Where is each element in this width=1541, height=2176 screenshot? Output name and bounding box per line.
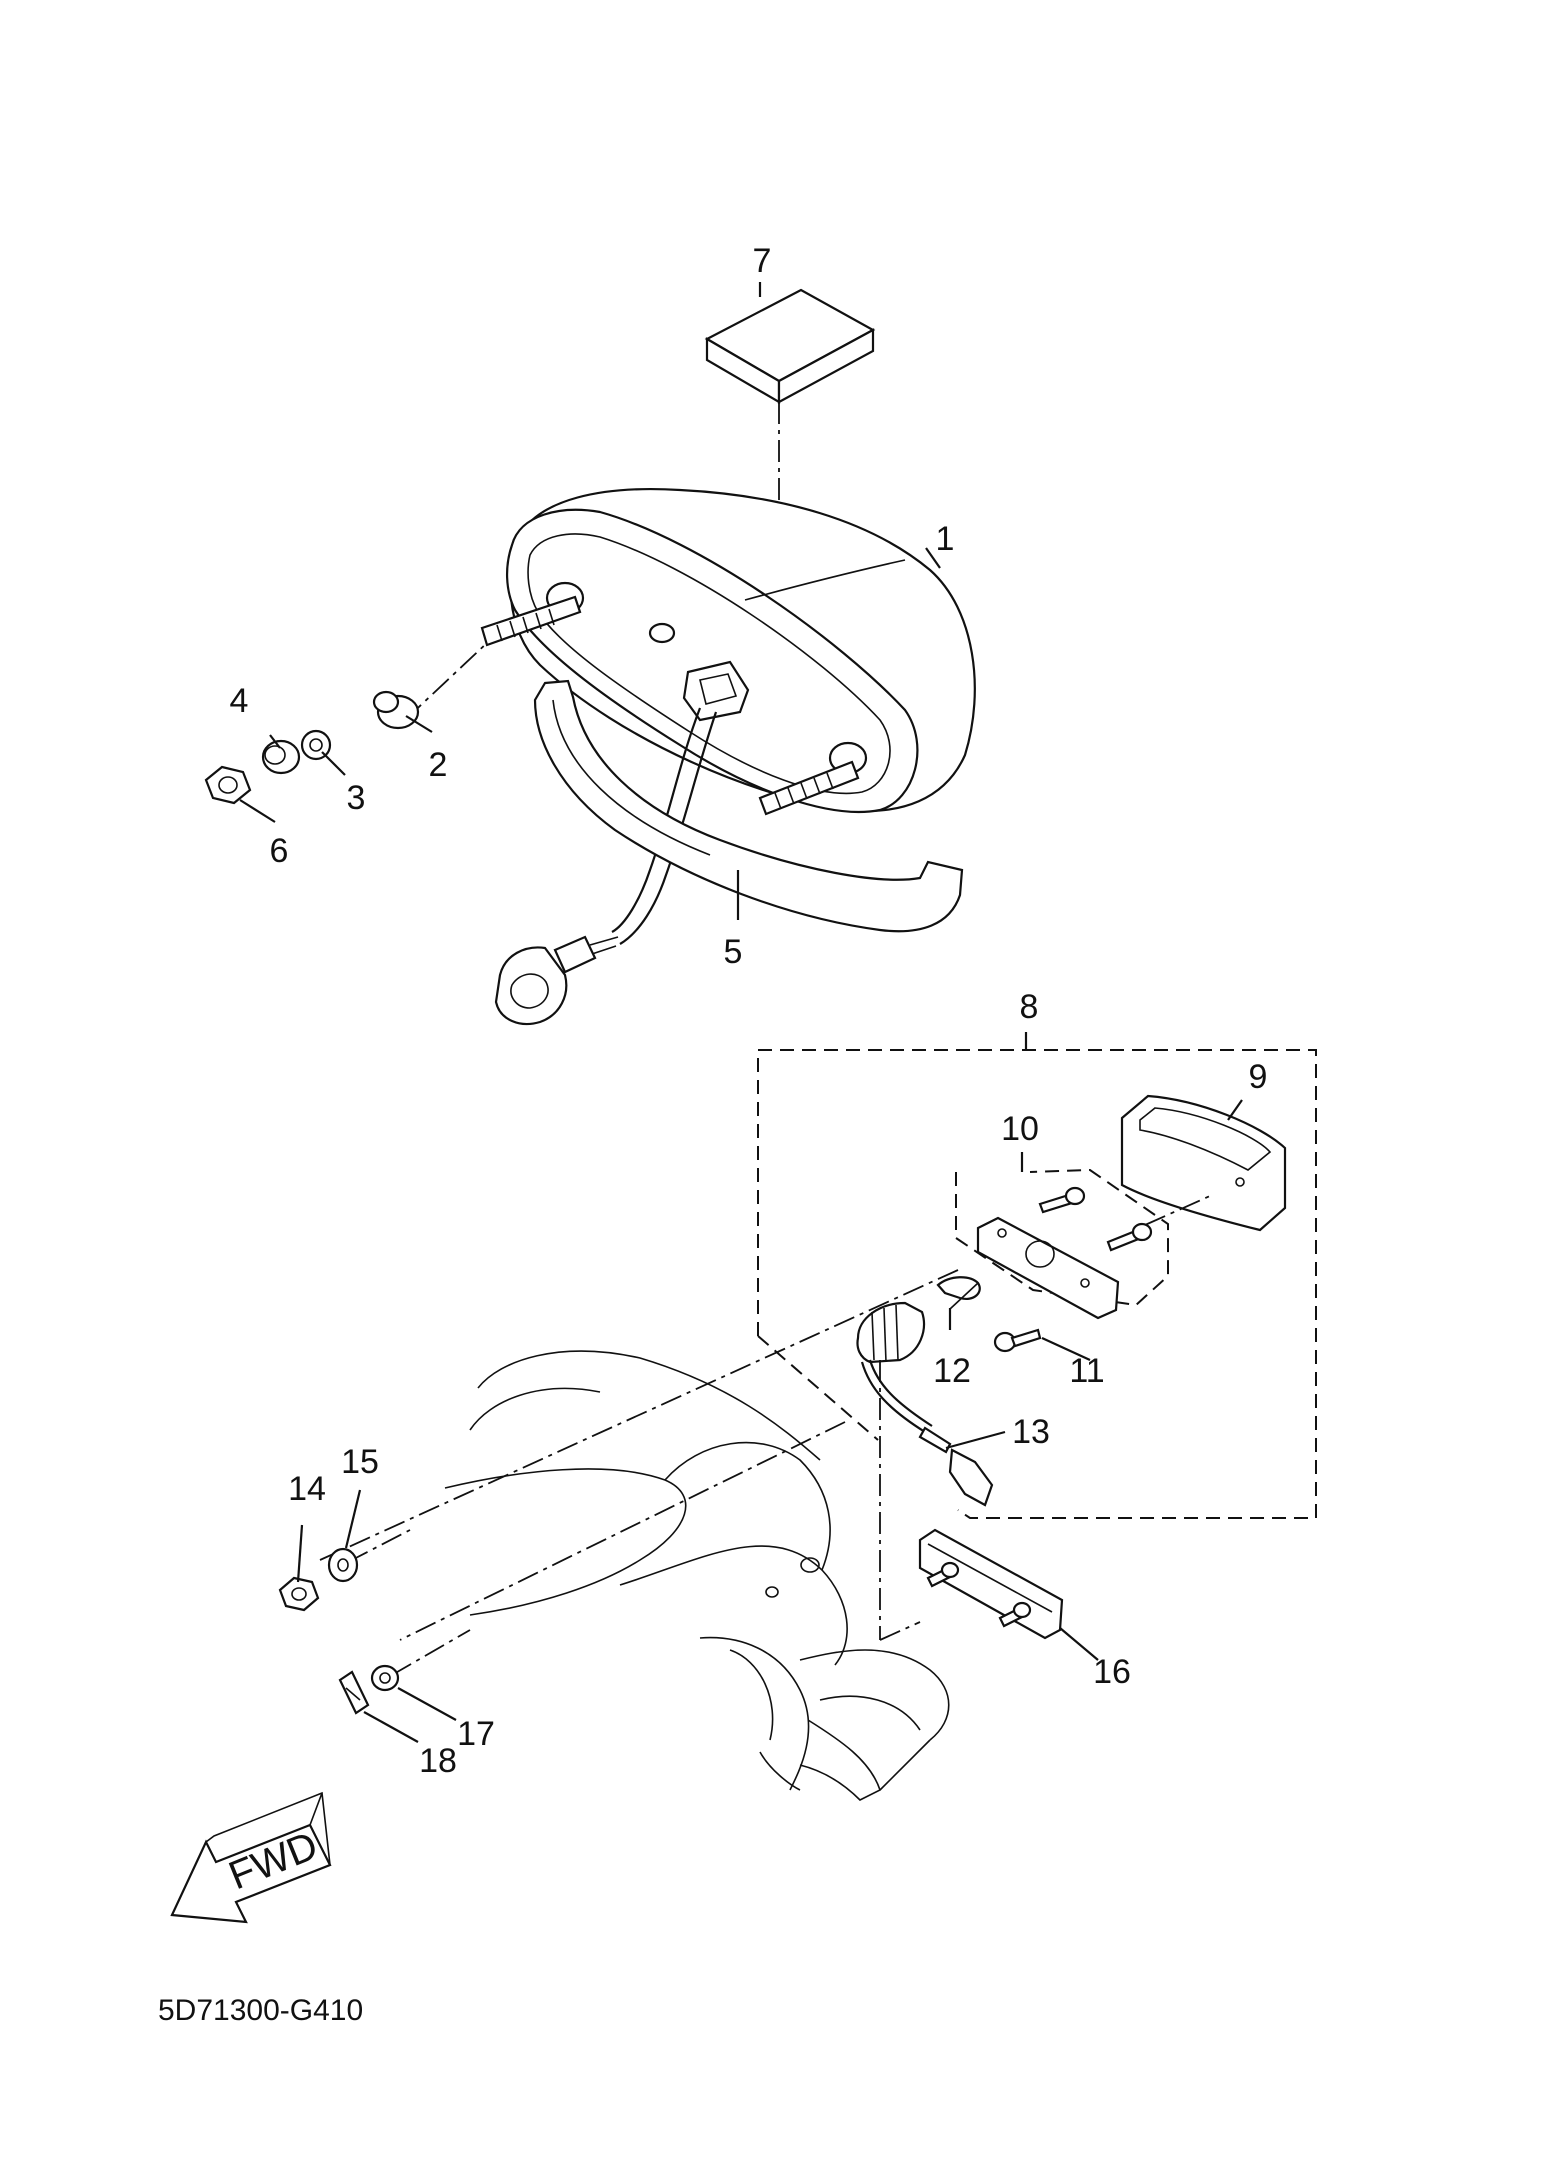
part-2-collar [372, 690, 420, 730]
part-17-washer [370, 1664, 400, 1692]
part-8-group-frame-2 [757, 1335, 879, 1441]
part-12-bulb [936, 1276, 981, 1310]
callout-13: 13 [1012, 1413, 1050, 1451]
part-4-damper [261, 739, 301, 775]
callout-9: 9 [1249, 1058, 1268, 1096]
callout-3: 3 [347, 779, 366, 817]
callout-1: 1 [936, 520, 955, 558]
callout-15: 15 [341, 1443, 379, 1481]
callout-2: 2 [429, 746, 448, 784]
part-14-nut [278, 1576, 320, 1612]
callout-8: 8 [1020, 988, 1039, 1026]
callout-leaders [239, 282, 1243, 1743]
part-18-clip [338, 1670, 370, 1715]
leader-17-18-axis [391, 1629, 471, 1676]
callout-4: 4 [230, 682, 249, 720]
part-15-washer [327, 1547, 359, 1583]
part-5-gasket [533, 679, 964, 933]
leader-10-axis [1144, 1195, 1211, 1226]
callout-16: 16 [1093, 1653, 1131, 1691]
leader-license-axis-d [879, 1621, 921, 1641]
part-9-lens-cover [1120, 1094, 1287, 1232]
part-7-lens-pad [704, 288, 876, 404]
drawing-code: 5D71300-G410 [158, 1994, 363, 2027]
leader-license-axis-b [399, 1421, 846, 1641]
callout-12: 12 [933, 1352, 971, 1390]
part-11-screw [993, 1328, 1042, 1353]
callout-5: 5 [724, 933, 743, 971]
callout-11: 11 [1069, 1352, 1104, 1390]
leader-fastener-axis [404, 641, 489, 721]
leader-license-axis-a [319, 1269, 959, 1561]
leader-14-15-axis [347, 1529, 411, 1563]
fwd-arrow: FWD [170, 1791, 332, 1924]
part-13-socket [856, 1301, 994, 1507]
callout-17: 17 [457, 1715, 495, 1753]
part-8-group-frame [757, 1049, 1317, 1519]
callout-18: 18 [419, 1742, 457, 1780]
callout-7: 7 [753, 242, 772, 280]
part-1-wire-connector [494, 707, 718, 1026]
callout-labels: 7 1 2 3 4 5 6 8 9 10 11 12 13 14 15 16 1… [230, 242, 1268, 1780]
callout-6: 6 [270, 832, 289, 870]
callout-10: 10 [1001, 1110, 1039, 1148]
rear-fender [444, 1350, 950, 1801]
callout-14: 14 [288, 1470, 326, 1508]
part-1-tail-light [480, 487, 976, 816]
part-6-nut [204, 765, 252, 805]
part-10-base-plate [976, 1186, 1153, 1320]
part-16-bracket [918, 1528, 1064, 1640]
